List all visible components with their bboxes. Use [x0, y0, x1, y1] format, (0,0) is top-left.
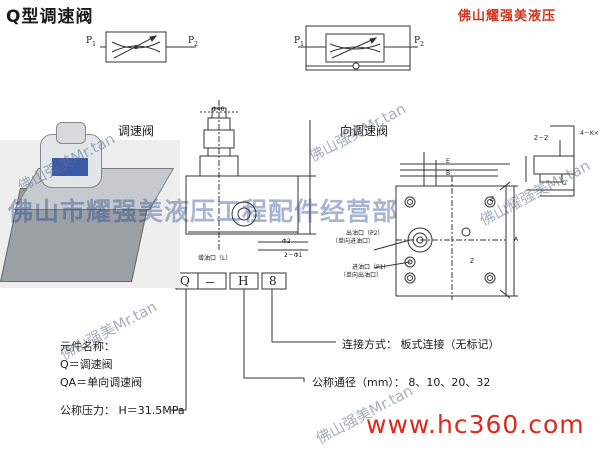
symbol-p2-right: P2 [414, 36, 424, 48]
spec-q-def: Q＝调速阀 [60, 358, 113, 371]
model-dash: － [204, 276, 217, 290]
spec-connection: 连接方式： 板式连接（无标记） [342, 338, 500, 351]
dim-e: E [446, 158, 450, 165]
section-label: Z－Z [534, 135, 549, 142]
valve-plan-view [373, 152, 518, 300]
valve-photo [0, 122, 180, 288]
spec-pressure: 公称压力： H＝31.5MPa [60, 404, 185, 417]
symbol-p2-left: P2 [188, 36, 198, 48]
dim-phi: Φ46 [212, 106, 225, 113]
outlet-p2-label: 出油口（P2） [346, 230, 384, 237]
symbol-label-right: 向调速阀 [340, 124, 389, 138]
dim-phi2: Φ2 [282, 238, 291, 245]
dim-a: A [514, 236, 519, 243]
spec-diameter: 公称通径（mm）： 8、10、20、32 [312, 376, 491, 389]
spec-qa-def: QA＝单向调速阀 [60, 376, 143, 389]
spec-name-label: 元件名称： [60, 340, 115, 353]
model-q: Q [180, 274, 190, 288]
p1-right-sub: 1 [300, 40, 304, 48]
symbol-label-left: 调速阀 [118, 124, 155, 138]
inlet-l-label: 增油口（L） [198, 255, 232, 262]
p2-right-sub: 2 [420, 40, 424, 48]
marker-z-up: Z [490, 196, 495, 203]
inlet-p1-note: （单向出油口） [340, 272, 383, 279]
p1-left-sub: 1 [92, 40, 96, 48]
p1-left-letter: P [86, 36, 93, 46]
symbol-p1-left: P1 [86, 36, 96, 48]
section-z-z-view [525, 125, 575, 197]
valve-knob [56, 122, 86, 144]
dim-phi1: 2－Φ1 [284, 252, 303, 259]
inlet-p1-label: 进油口（P1） [352, 264, 390, 271]
model-h: H [238, 274, 249, 288]
p2-right-letter: P [414, 36, 421, 46]
watermark-company: 佛山市耀强美液压工程配件经营部 [8, 197, 399, 226]
dim-k: 4－K× [580, 130, 599, 137]
spec-leader-lines [170, 289, 336, 411]
marker-z: Z [470, 258, 475, 265]
dim-g: G [562, 180, 567, 187]
flow-valve-symbol-right [298, 25, 418, 71]
valve-label-plate [52, 158, 88, 176]
flow-valve-symbol-left [100, 31, 196, 63]
p2-left-letter: P [188, 36, 195, 46]
dim-b: B [446, 170, 451, 177]
model-n: 8 [269, 274, 277, 288]
symbol-p1-right: P1 [294, 36, 304, 48]
site-url[interactable]: www.hc360.com [366, 410, 585, 439]
p2-left-sub: 2 [194, 40, 198, 48]
page-title: Q型调速阀 [6, 7, 94, 27]
valve-front-view [185, 100, 316, 251]
p1-right-letter: P [294, 36, 301, 46]
outlet-p2-note: （单向进油口） [332, 238, 375, 245]
brand-name: 佛山耀强美液压 [458, 9, 557, 24]
